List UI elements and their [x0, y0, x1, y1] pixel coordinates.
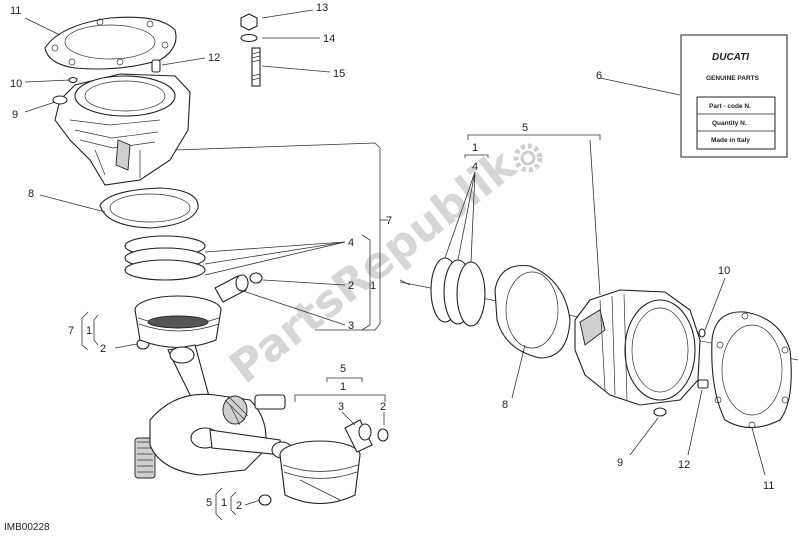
washer-left	[68, 76, 78, 84]
callout-11: 11	[10, 5, 21, 17]
callout-10-right: 10	[718, 265, 730, 277]
card-subtitle: GENUINE PARTS	[706, 75, 760, 82]
dowel-pin-right	[697, 379, 709, 389]
callout-14: 14	[323, 33, 335, 45]
callout-3-lower: 3	[338, 401, 344, 413]
callout-2-bottom: 2	[236, 500, 242, 512]
callout-2-lower: 2	[380, 401, 386, 413]
piston-rings-left	[124, 235, 206, 281]
callout-2: 2	[348, 280, 354, 292]
nut-top	[240, 13, 258, 31]
callout-1-bottom: 1	[221, 497, 227, 509]
callout-1-right: 1	[472, 142, 478, 154]
callout-15: 15	[333, 68, 345, 80]
card-row-made-in: Made in Italy	[711, 137, 750, 144]
callout-3: 3	[348, 320, 354, 332]
washer-right	[698, 328, 706, 338]
washer-top	[240, 33, 258, 43]
piston-lower	[279, 440, 361, 504]
watermark-text: PartsRepublik	[220, 139, 526, 394]
callout-1-lower: 1	[340, 381, 346, 393]
callout-5-bottom: 5	[206, 497, 212, 509]
head-gasket-right	[711, 311, 792, 429]
cylinder-left	[54, 73, 191, 186]
callout-5-right: 5	[522, 122, 528, 134]
callout-9-right: 9	[617, 457, 623, 469]
callout-1: 1	[370, 280, 376, 292]
callout-11-right: 11	[763, 480, 774, 492]
watermark: PartsRepublik	[220, 139, 526, 394]
callout-5-lower: 5	[340, 363, 346, 375]
card-row-quantity: Quantity N.	[712, 120, 747, 127]
piston-pin-lower	[344, 419, 373, 453]
callout-13: 13	[316, 2, 328, 14]
callout-12-right: 12	[678, 459, 690, 471]
callout-1-left: 1	[86, 325, 92, 337]
circlip-lower-top	[377, 428, 389, 442]
piston-rings-right	[430, 257, 486, 327]
base-gasket-right	[494, 264, 571, 359]
card-brand: DUCATI	[712, 52, 749, 63]
callout-4: 4	[348, 237, 354, 249]
callout-12: 12	[208, 52, 220, 64]
callout-7-left: 7	[68, 325, 74, 337]
base-gasket-left	[99, 187, 199, 229]
callout-8: 8	[28, 188, 34, 200]
callout-2-left: 2	[100, 343, 106, 355]
card-row-part-code: Part - code N.	[709, 103, 751, 110]
reference-code: IMB00228	[4, 522, 50, 533]
o-ring-left	[52, 95, 68, 105]
crankshaft	[134, 393, 286, 479]
circlip-left-top	[249, 272, 263, 284]
conrod-left	[167, 344, 211, 406]
callout-8-right: 8	[502, 399, 508, 411]
piston-pin-left	[214, 274, 249, 303]
callout-6: 6	[596, 70, 602, 82]
circlip-lower-bottom	[258, 494, 272, 506]
gear-logo-icon	[513, 143, 543, 173]
head-gasket-top	[44, 16, 177, 70]
callout-10: 10	[10, 78, 22, 90]
o-ring-right	[653, 407, 667, 417]
stud-bolt	[251, 47, 261, 87]
leader-lines	[24, 9, 766, 521]
piston-left	[134, 295, 222, 348]
callout-7: 7	[386, 215, 392, 227]
callout-9: 9	[12, 109, 18, 121]
callout-4-right: 4	[472, 161, 478, 173]
cylinder-right	[574, 289, 701, 406]
dowel-pin-left	[151, 59, 161, 73]
genuine-parts-card: DUCATI GENUINE PARTS Part - code N. Quan…	[680, 34, 788, 158]
callout-labels: 11 13 14 12 15 10 9 8 7 4 2 1 3 7 1 2 5 …	[10, 2, 774, 512]
